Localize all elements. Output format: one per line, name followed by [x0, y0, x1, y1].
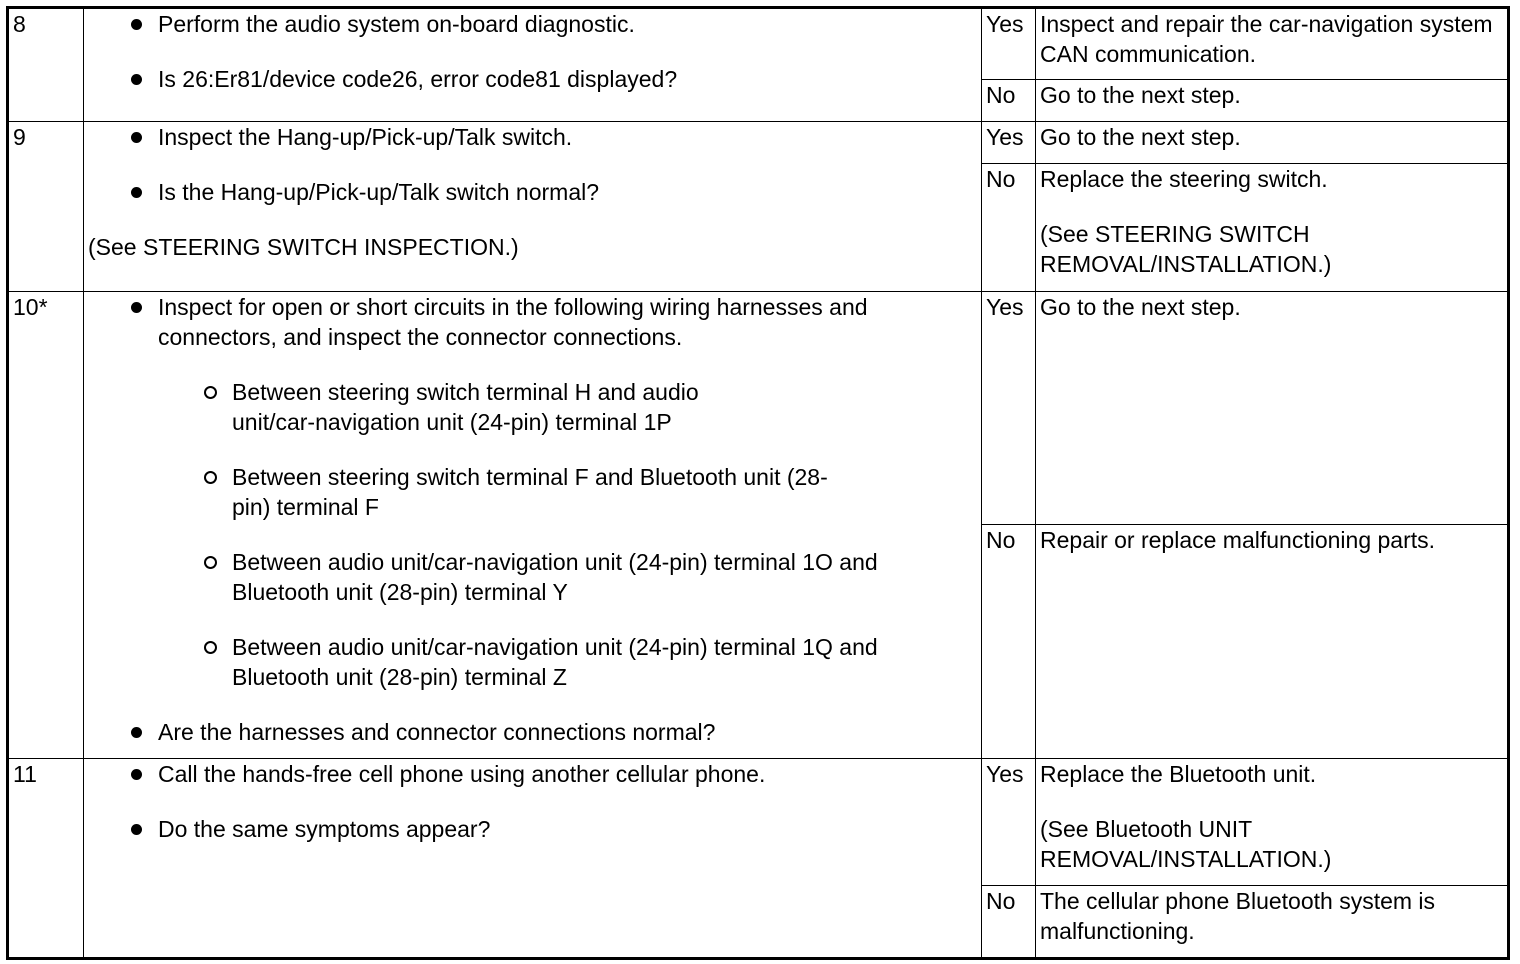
sub-list-item: Between audio unit/car-navigation unit (…: [202, 632, 981, 692]
bullet-icon: [128, 9, 158, 39]
no-label: No: [981, 79, 1036, 122]
yes-label: Yes: [981, 758, 1036, 886]
list-item: Are the harnesses and connector connecti…: [128, 717, 981, 747]
sub-list-item: Between steering switch terminal F and B…: [202, 462, 981, 522]
circle-bullet-icon: [202, 377, 232, 407]
step-number: 9: [7, 121, 84, 292]
yes-label: Yes: [981, 291, 1036, 525]
bullet-icon: [128, 759, 158, 789]
step-number: 8: [7, 7, 84, 122]
no-action: Replace the steering switch.: [1040, 166, 1328, 192]
bullet-icon: [128, 717, 158, 747]
no-label: No: [981, 524, 1036, 759]
step-row-11-no: No The cellular phone Bluetooth system i…: [8, 885, 1509, 959]
reference-note: (See STEERING SWITCH INSPECTION.): [88, 234, 519, 260]
yes-action: Go to the next step.: [1035, 291, 1509, 525]
yes-label: Yes: [981, 7, 1036, 80]
step-action: Call the hands-free cell phone using ano…: [83, 758, 982, 959]
step-action: Inspect for open or short circuits in th…: [83, 291, 982, 759]
step-action: Perform the audio system on-board diagno…: [83, 7, 982, 122]
bullet-icon: [128, 814, 158, 844]
step-row-8-yes: 8 Perform the audio system on-board diag…: [7, 7, 1509, 122]
step-action: Inspect the Hang-up/Pick-up/Talk switch.…: [83, 121, 982, 292]
reference-note: (See Bluetooth UNIT REMOVAL/INSTALLATION…: [1040, 816, 1332, 872]
list-item: Do the same symptoms appear?: [128, 814, 981, 844]
sub-list-item: Between steering switch terminal H and a…: [202, 377, 981, 437]
yes-action: Replace the Bluetooth unit.: [1040, 761, 1317, 787]
list-item: Inspect for open or short circuits in th…: [128, 292, 981, 352]
no-label: No: [981, 163, 1036, 292]
sub-list-item: Between audio unit/car-navigation unit (…: [202, 547, 981, 607]
list-item: Call the hands-free cell phone using ano…: [128, 759, 981, 789]
diagnostic-table: 8 Perform the audio system on-board diag…: [6, 6, 1510, 960]
yes-action: Go to the next step.: [1035, 121, 1509, 164]
reference-note: (See STEERING SWITCH REMOVAL/INSTALLATIO…: [1040, 221, 1332, 277]
circle-bullet-icon: [202, 632, 232, 662]
step-row-11-yes: 11 Call the hands-free cell phone using …: [7, 758, 1509, 959]
list-item: Is the Hang-up/Pick-up/Talk switch norma…: [128, 177, 981, 207]
step-number: 10*: [7, 291, 84, 759]
list-item: Is 26:Er81/device code26, error code81 d…: [128, 64, 981, 94]
no-label: No: [981, 885, 1036, 959]
yes-label: Yes: [981, 121, 1036, 164]
yes-action: Inspect and repair the car-navigation sy…: [1035, 7, 1509, 80]
step-row-8-no: No Go to the next step.: [8, 79, 1509, 122]
bullet-icon: [128, 177, 158, 207]
bullet-icon: [128, 292, 158, 322]
no-action: The cellular phone Bluetooth system is m…: [1035, 885, 1509, 959]
circle-bullet-icon: [202, 547, 232, 577]
list-item: Perform the audio system on-board diagno…: [128, 9, 981, 39]
no-action: Go to the next step.: [1035, 79, 1509, 122]
bullet-icon: [128, 64, 158, 94]
step-row-9-yes: 9 Inspect the Hang-up/Pick-up/Talk switc…: [7, 121, 1509, 292]
step-row-10-yes: 10* Inspect for open or short circuits i…: [7, 291, 1509, 759]
circle-bullet-icon: [202, 462, 232, 492]
bullet-icon: [128, 122, 158, 152]
step-row-10-no: No Repair or replace malfunctioning part…: [8, 524, 1509, 759]
list-item: Inspect the Hang-up/Pick-up/Talk switch.: [128, 122, 981, 152]
no-action: Repair or replace malfunctioning parts.: [1035, 524, 1509, 759]
step-number: 11: [7, 758, 84, 959]
